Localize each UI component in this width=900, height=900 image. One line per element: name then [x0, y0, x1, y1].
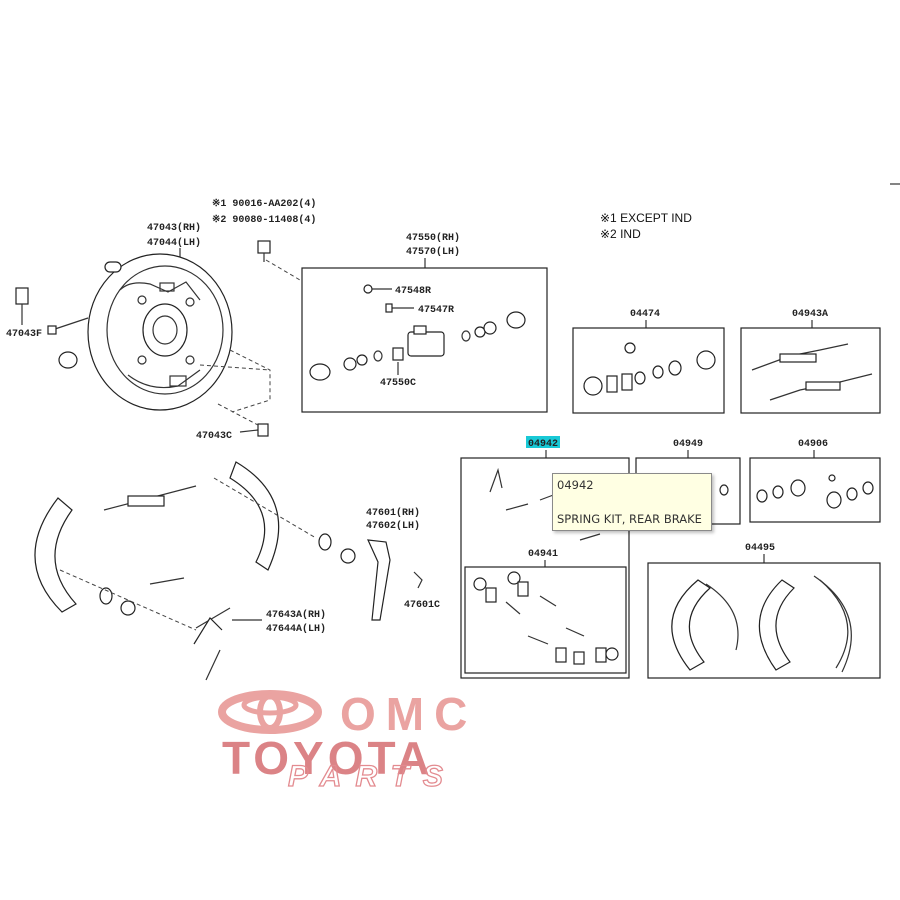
label-04949[interactable]: 04949	[673, 439, 703, 450]
label-47043f[interactable]: 47043F	[6, 329, 42, 340]
label-04495[interactable]: 04495	[745, 543, 775, 554]
label-47601-rh[interactable]: 47601(RH)	[366, 507, 420, 519]
backing-plate-group: 47043(RH) 47044(LH) 47043F 47043C	[6, 222, 301, 442]
kit-04941-group: 04941	[464, 549, 627, 674]
part-tooltip: 04942 SPRING KIT, REAR BRAKE	[552, 473, 712, 531]
plug-47043f	[15, 287, 29, 305]
kit-04495-group: 04495	[647, 543, 881, 679]
wheel-cylinder-group: 47550(RH) 47570(LH) 47548R 47547R 47550C	[301, 232, 548, 413]
label-47601c[interactable]: 47601C	[404, 600, 440, 611]
brake-shoe-rear	[229, 461, 280, 571]
logo-toyota-text: TOYOTA	[222, 732, 433, 784]
label-47643a-rh[interactable]: 47643A(RH)	[266, 609, 326, 621]
note-2-code: ※2 90080-11408(4)	[212, 214, 316, 226]
kit-04474-group: 04474	[572, 309, 725, 414]
kit-04906-group: 04906	[749, 439, 881, 523]
grommet-part	[104, 261, 122, 273]
cylinder-body	[407, 331, 445, 357]
kit-04943a-group: 04943A	[740, 309, 881, 414]
plug-47043c	[257, 423, 269, 437]
kit-04906-box[interactable]	[749, 457, 881, 523]
brake-shoe-front	[34, 497, 77, 613]
label-47547r[interactable]: 47547R	[418, 305, 454, 316]
watermark-logo: OMC TOYOTA PARTS	[218, 688, 477, 794]
kit-04941-box[interactable]	[464, 566, 627, 674]
bolt-part	[257, 240, 271, 254]
label-04906[interactable]: 04906	[798, 439, 828, 450]
brake-shoe-right	[758, 579, 795, 671]
label-04943a[interactable]: 04943A	[792, 309, 828, 320]
label-47550c[interactable]: 47550C	[380, 378, 416, 389]
kit-04942-box[interactable]	[460, 457, 630, 679]
label-47548r[interactable]: 47548R	[395, 286, 431, 297]
cap-part	[58, 351, 78, 369]
kit-04943a-box[interactable]	[740, 327, 881, 414]
kit-04474-box[interactable]	[572, 327, 725, 414]
brake-shoe-left	[671, 579, 711, 671]
label-47044-lh[interactable]: 47044(LH)	[147, 237, 201, 249]
wheel-cylinder-box[interactable]	[301, 267, 548, 413]
label-04941[interactable]: 04941	[528, 549, 558, 560]
label-47550-rh[interactable]: 47550(RH)	[406, 232, 460, 244]
note-1-code: ※1 90016-AA202(4)	[212, 198, 316, 210]
label-04942[interactable]: 04942	[528, 439, 558, 450]
logo-parts-text: PARTS	[288, 760, 457, 793]
label-47043-rh[interactable]: 47043(RH)	[147, 222, 201, 234]
label-04474[interactable]: 04474	[630, 309, 660, 320]
parking-lever	[367, 539, 391, 621]
logo-omc-text: OMC	[340, 688, 477, 740]
kit-04495-box[interactable]	[647, 562, 881, 679]
toyota-emblem	[218, 690, 322, 734]
highlight-04942	[526, 436, 560, 448]
kit-04942-group: 04942	[460, 436, 630, 679]
shoe-assembly-group: 47601(RH) 47602(LH) 47601C 47643A(RH) 47…	[34, 461, 440, 681]
label-47644a-lh[interactable]: 47644A(LH)	[266, 623, 326, 635]
label-47570-lh[interactable]: 47570(LH)	[406, 246, 460, 258]
legend-ind: ※2 IND	[600, 227, 641, 241]
tooltip-code: 04942	[557, 478, 594, 492]
label-47043c[interactable]: 47043C	[196, 431, 232, 442]
label-47602-lh[interactable]: 47602(LH)	[366, 520, 420, 532]
tooltip-description: SPRING KIT, REAR BRAKE	[557, 512, 702, 526]
legend-except-ind: ※1 EXCEPT IND	[600, 211, 692, 225]
